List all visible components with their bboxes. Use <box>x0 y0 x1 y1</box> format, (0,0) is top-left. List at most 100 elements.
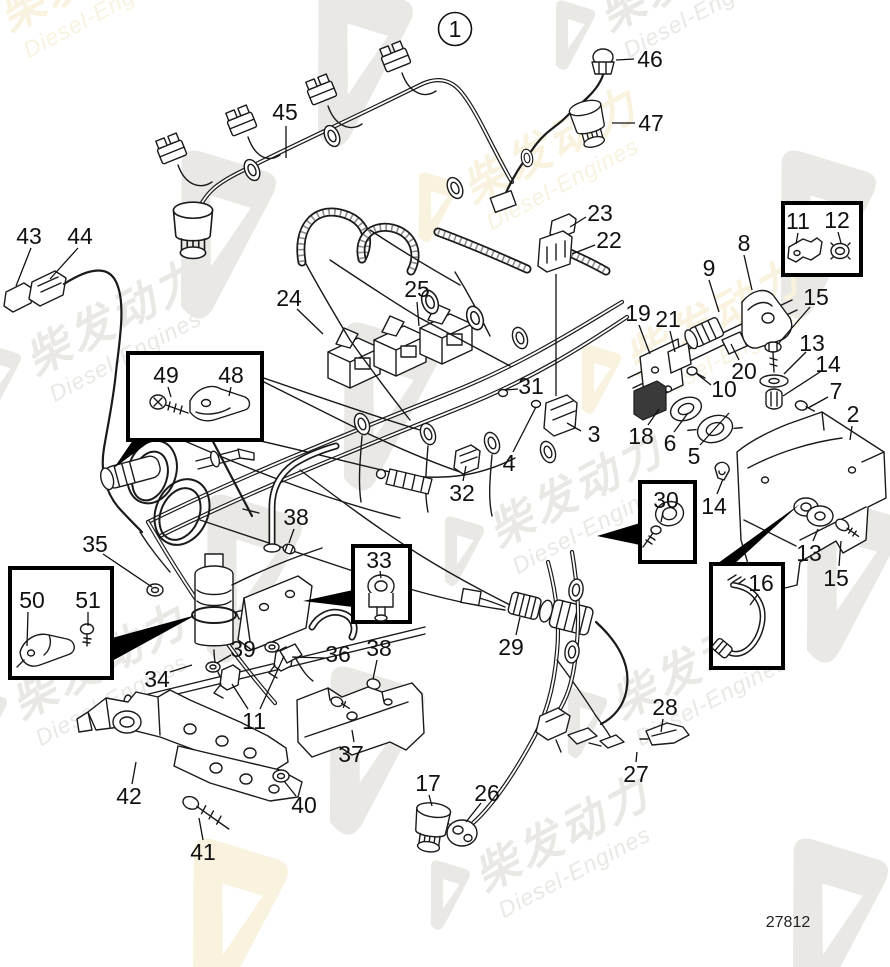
callout-leader-line <box>515 616 521 636</box>
callout-leader-line <box>660 718 664 733</box>
callout-5: 5 <box>688 412 730 469</box>
callout-number: 51 <box>75 587 101 613</box>
callout-7: 7 <box>807 378 842 409</box>
callout-leader-line <box>228 386 232 397</box>
callout-leader-line <box>504 388 519 391</box>
callout-22: 22 <box>571 227 622 255</box>
callout-leader-line <box>571 244 596 255</box>
detail-box-11-12 <box>781 201 863 277</box>
callout-leader-line <box>782 371 821 397</box>
figure-number-circle <box>437 11 473 47</box>
callout-number: 2 <box>847 401 860 427</box>
callout-number: 49 <box>153 362 179 388</box>
watermark-tile <box>855 0 890 153</box>
callout-leader-line <box>102 553 153 588</box>
callout-15: 15 <box>823 540 849 591</box>
callout-15: 15 <box>777 284 829 345</box>
callout-number: 41 <box>190 839 216 865</box>
callout-number: 33 <box>366 547 392 573</box>
harness-artwork <box>3 39 887 855</box>
callout-leader-line <box>749 593 759 606</box>
callout-number: 8 <box>738 230 751 256</box>
callout-26: 26 <box>465 780 500 823</box>
callout-45: 45 <box>272 99 298 158</box>
callout-39: 39 <box>216 636 256 664</box>
callout-number: 47 <box>638 110 664 136</box>
callout-number: 44 <box>67 223 93 249</box>
callout-leader-line <box>699 412 730 446</box>
callout-number: 46 <box>637 46 663 72</box>
callout-leader-line <box>351 729 355 743</box>
callout-leader-line <box>669 330 676 353</box>
callout-leader-line <box>673 412 689 433</box>
callout-number: 50 <box>19 587 45 613</box>
callout-leader-line <box>812 528 819 542</box>
callout-leader-line <box>167 386 172 398</box>
watermark-logo-icon <box>255 0 454 153</box>
callout-13: 13 <box>783 330 825 375</box>
callout-leader-line <box>660 511 664 523</box>
callout-40: 40 <box>283 780 317 818</box>
callout-9: 9 <box>703 255 720 313</box>
callout-17: 17 <box>415 770 441 807</box>
callout-leader-line <box>615 58 635 61</box>
callout-34: 34 <box>144 664 193 692</box>
watermark-logo-icon <box>867 637 890 841</box>
callout-number: 38 <box>366 635 392 661</box>
callout-6: 6 <box>664 412 689 456</box>
callout-number: 20 <box>731 358 757 384</box>
callout-4: 4 <box>503 406 537 476</box>
callout-32: 32 <box>449 465 475 506</box>
callout-leader-line <box>708 279 720 313</box>
watermark-tile <box>130 809 329 967</box>
watermark-logo-icon <box>130 809 329 967</box>
callout-leader-line <box>807 396 829 409</box>
watermark-tile <box>730 809 890 967</box>
callout-leader-line <box>198 817 204 841</box>
callout-48: 48 <box>218 362 244 397</box>
callout-38: 38 <box>366 635 392 680</box>
callout-number: 19 <box>625 300 651 326</box>
callout-number: 23 <box>587 200 613 226</box>
callout-number: 11 <box>786 208 810 234</box>
callout-leader-line <box>291 656 326 659</box>
callout-number: 36 <box>325 641 351 667</box>
callout-3: 3 <box>566 421 600 447</box>
callout-leader-line <box>635 751 638 763</box>
callout-leader-line <box>49 247 79 280</box>
callout-number: 34 <box>144 666 170 692</box>
callout-14: 14 <box>782 351 841 397</box>
callout-43: 43 <box>15 223 42 287</box>
callout-number: 24 <box>276 285 302 311</box>
callout-16: 16 <box>748 570 774 606</box>
callout-leader-line <box>795 232 799 245</box>
callout-11: 11 <box>786 208 810 245</box>
callout-number: 13 <box>796 540 822 566</box>
detail-box-16-pointer <box>714 504 800 566</box>
callout-leader-line <box>716 478 724 495</box>
callout-leader-line <box>296 308 324 335</box>
callout-number: 13 <box>799 330 825 356</box>
callout-leader-line <box>696 373 712 386</box>
detail-box-30-pointer <box>597 523 640 545</box>
callout-35: 35 <box>82 531 153 588</box>
callout-number: 26 <box>474 780 500 806</box>
callout-number: 25 <box>404 276 430 302</box>
callout-leader-line <box>231 683 249 710</box>
callout-number: 1 <box>449 16 462 42</box>
callout-25: 25 <box>404 276 430 327</box>
callout-leader-line <box>288 528 295 544</box>
detail-box-parts <box>16 237 851 668</box>
watermark-logo-icon <box>855 0 890 153</box>
callout-number: 22 <box>596 227 622 253</box>
callout-47: 47 <box>612 110 664 136</box>
callout-42: 42 <box>116 761 142 809</box>
callout-46: 46 <box>615 46 663 72</box>
callout-12: 12 <box>824 207 850 244</box>
callout-20: 20 <box>730 343 757 384</box>
callout-leader-line <box>465 802 482 823</box>
detail-box-49-48-pointer <box>114 440 152 468</box>
callout-41: 41 <box>190 817 216 865</box>
